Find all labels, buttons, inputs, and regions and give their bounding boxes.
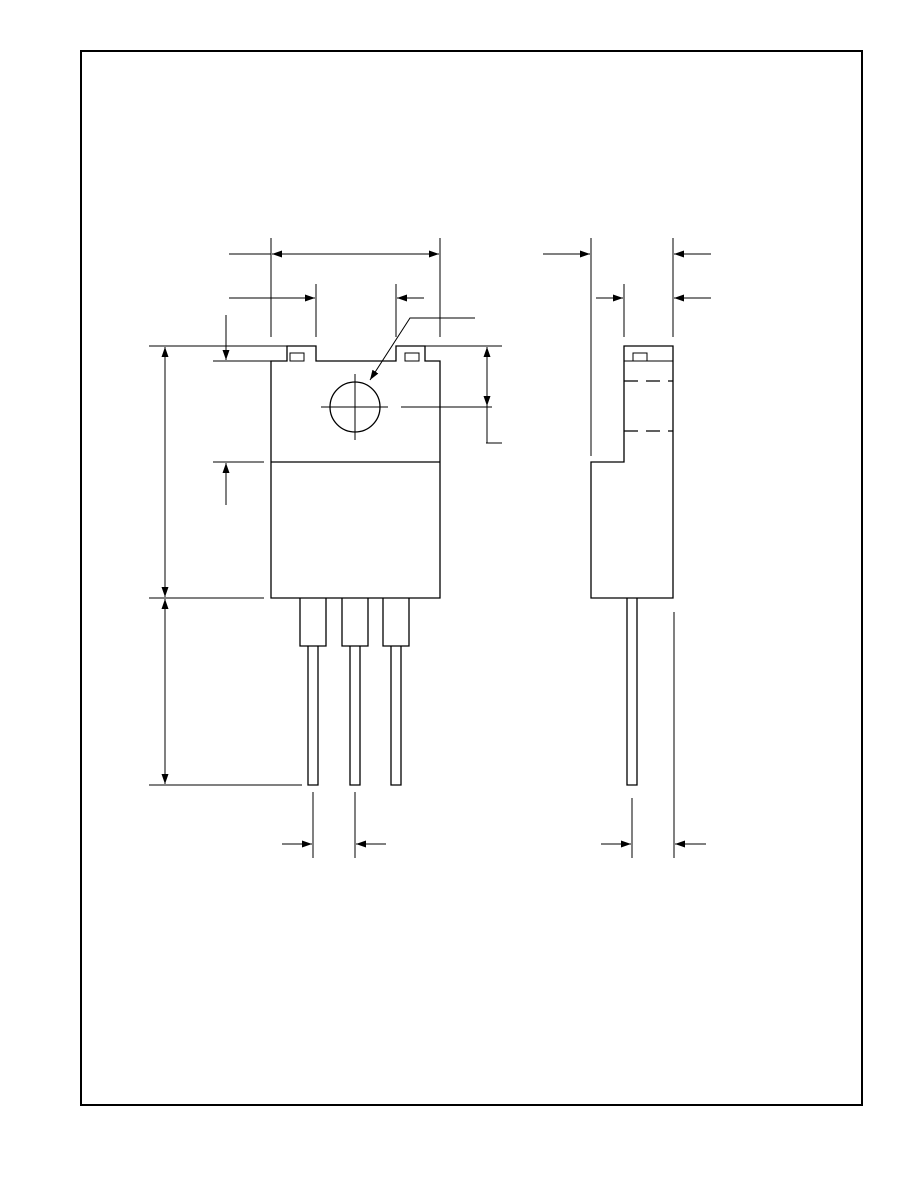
lead-2 <box>341 598 369 786</box>
page-border <box>80 50 863 1106</box>
lead-1 <box>299 598 327 786</box>
side-lead <box>626 598 638 786</box>
lead-3 <box>382 598 410 786</box>
side-tab <box>632 352 648 362</box>
hole-leader <box>369 317 475 381</box>
side-body-outline <box>590 345 674 599</box>
front-view <box>149 238 502 858</box>
side-view <box>543 238 711 858</box>
right-tab <box>404 352 420 362</box>
left-tab <box>289 352 305 362</box>
front-body-outline <box>270 345 441 599</box>
